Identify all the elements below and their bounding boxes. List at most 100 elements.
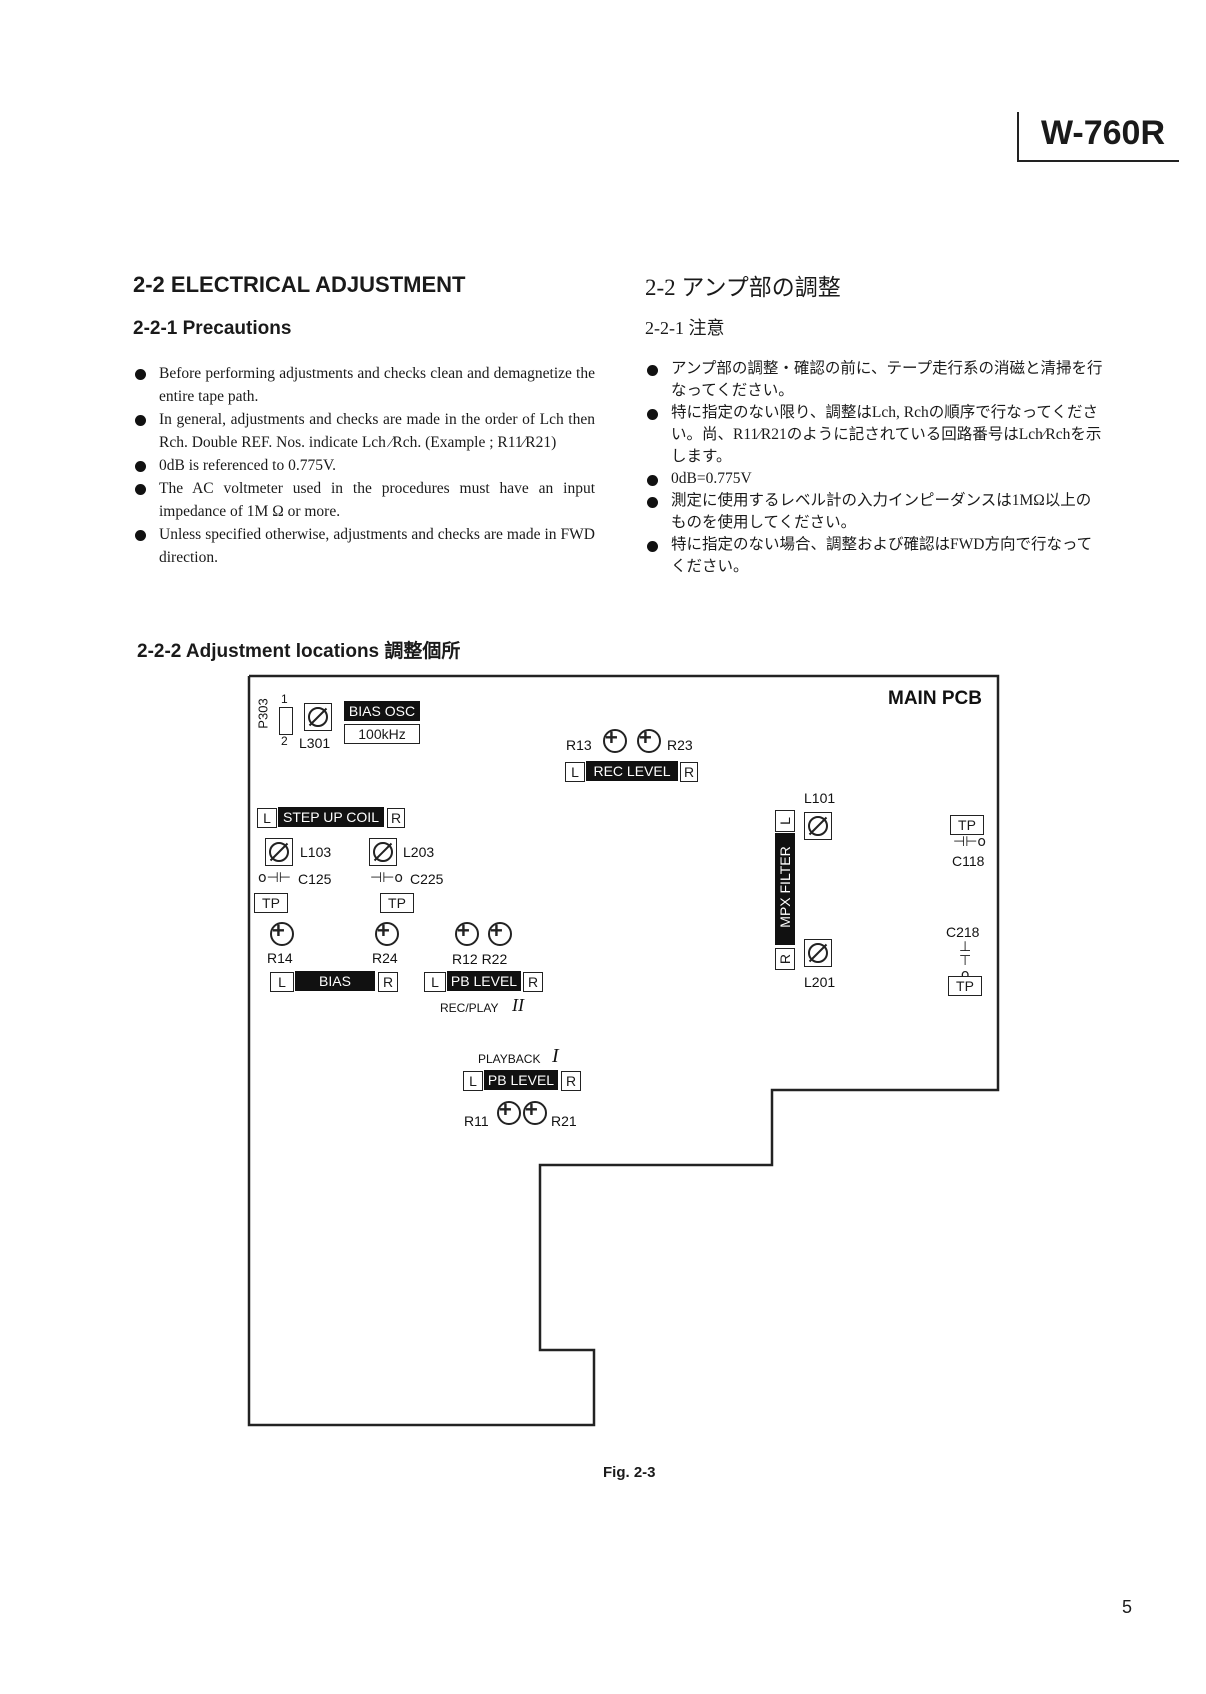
freq-label: 100kHz (344, 724, 420, 744)
list-item: 特に指定のない場合、調整および確認はFWD方向で行なってください。 (645, 534, 1105, 578)
coil-label: L101 (804, 790, 836, 806)
bullet-icon (135, 530, 146, 541)
bullet-icon (647, 409, 658, 420)
coil-label: L103 (300, 844, 332, 860)
playback-label: PLAYBACK (478, 1052, 541, 1066)
bullet-icon (135, 484, 146, 495)
channel-left-label: L (424, 972, 446, 992)
capacitor-label: C218 (946, 924, 980, 940)
list-item: Unless specified otherwise, adjustments … (133, 523, 595, 569)
page-number: 5 (1122, 1597, 1133, 1617)
resistor-label: R14 (267, 950, 293, 966)
resistor-label: R12 R22 (452, 951, 508, 967)
channel-left-label: L (257, 808, 277, 828)
mode-two-label: II (512, 995, 524, 1015)
bias-osc-label: BIAS OSC (344, 701, 420, 721)
section-title-ja: 2-2 アンプ部の調整 (645, 275, 841, 300)
list-item: In general, adjustments and checks are m… (133, 408, 595, 454)
capacitor-label: C225 (410, 871, 444, 887)
model-number: W-760R (1041, 114, 1166, 152)
test-point-label: TP (380, 893, 414, 913)
pin-label: 1 (281, 692, 288, 706)
mpx-filter-bar: MPX FILTER (775, 833, 795, 945)
trimmer-coil-icon (804, 939, 832, 967)
channel-left-label: L (775, 810, 795, 832)
list-item: The AC voltmeter used in the procedures … (133, 477, 595, 523)
section-title-en: 2-2 ELECTRICAL ADJUSTMENT (133, 272, 466, 297)
bullet-icon (647, 475, 658, 486)
channel-right-label: R (561, 1071, 581, 1091)
precautions-list-ja: アンプ部の調整・確認の前に、テープ走行系の消磁と清掃を行なってください。 特に指… (645, 358, 1105, 578)
channel-right-label: R (775, 948, 795, 970)
capacitor-icon: ⊣⊢o (953, 834, 986, 850)
test-point-label: TP (950, 815, 984, 835)
rec-level-label: REC LEVEL (586, 761, 678, 781)
list-item: Before performing adjustments and checks… (133, 362, 595, 408)
list-item: 0dB=0.775V (645, 468, 1105, 490)
resistor-label: R21 (551, 1113, 577, 1129)
variable-resistor-icon (637, 725, 661, 753)
list-item: 特に指定のない限り、調整はLch, Rchの順序で行なってください。尚、R11⁄… (645, 402, 1105, 468)
bullet-icon (135, 369, 146, 380)
channel-right-label: R (378, 972, 398, 992)
step-up-coil-label: STEP UP COIL (278, 807, 384, 827)
bullet-icon (135, 461, 146, 472)
channel-left-label: L (463, 1071, 483, 1091)
channel-left-label: L (270, 972, 294, 992)
bullet-icon (647, 497, 658, 508)
bullet-icon (647, 365, 658, 376)
mode-one-label: I (552, 1045, 559, 1067)
board-label: MAIN PCB (888, 688, 982, 709)
adjustment-locations-title: 2-2-2 Adjustment locations 調整個所 (137, 641, 461, 662)
pin-label: 2 (281, 734, 288, 748)
connector-label: P303 (255, 698, 271, 729)
capacitor-icon: ⊣⊢o (370, 870, 403, 886)
coil-label: L301 (299, 735, 331, 751)
figure-caption: Fig. 2-3 (603, 1464, 656, 1481)
subsection-title-ja: 2-2-1 注意 (645, 318, 725, 338)
pcb-outline-path (247, 674, 1000, 1427)
rec-play-label: REC/PLAY (440, 1001, 499, 1015)
variable-resistor-icon (523, 1097, 547, 1125)
variable-resistor-icon (497, 1097, 521, 1125)
bullet-icon (647, 541, 658, 552)
connector-icon (279, 707, 293, 735)
precautions-list-en: Before performing adjustments and checks… (133, 362, 595, 569)
variable-resistor-icon (603, 725, 627, 753)
trimmer-coil-icon (369, 838, 397, 866)
capacitor-icon: ⊥⊤o (959, 939, 972, 983)
capacitor-icon: o⊣⊢ (258, 870, 291, 886)
channel-left-label: L (565, 762, 585, 782)
resistor-label: R24 (372, 950, 398, 966)
trimmer-coil-icon (265, 838, 293, 866)
trimmer-coil-icon (304, 703, 332, 731)
channel-right-label: R (387, 808, 405, 828)
variable-resistor-icon (375, 918, 399, 946)
capacitor-label: C118 (952, 853, 985, 869)
bias-label: BIAS (295, 971, 375, 991)
list-item: アンプ部の調整・確認の前に、テープ走行系の消磁と清掃を行なってください。 (645, 358, 1105, 402)
test-point-label: TP (254, 893, 288, 913)
subsection-title-en: 2-2-1 Precautions (133, 318, 292, 339)
trimmer-coil-icon (804, 812, 832, 840)
mpx-filter-label: MPX FILTER (777, 846, 793, 928)
coil-label: L201 (804, 974, 836, 990)
pb-level-label: PB LEVEL (484, 1070, 558, 1090)
channel-right-label: R (523, 972, 543, 992)
coil-label: L203 (403, 844, 435, 860)
channel-right-label: R (680, 762, 698, 782)
model-badge: W-760R (1017, 112, 1179, 162)
resistor-label: R13 (566, 737, 592, 753)
capacitor-label: C125 (298, 871, 332, 887)
variable-resistor-icon (488, 918, 512, 946)
bullet-icon (135, 415, 146, 426)
test-point-label: TP (948, 976, 982, 996)
list-item: 0dB is referenced to 0.775V. (133, 454, 595, 477)
list-item: 測定に使用するレベル計の入力インピーダンスは1MΩ以上のものを使用してください。 (645, 490, 1105, 534)
variable-resistor-icon (455, 918, 479, 946)
resistor-label: R23 (667, 737, 693, 753)
variable-resistor-icon (270, 918, 294, 946)
pb-level-label: PB LEVEL (447, 971, 521, 991)
resistor-label: R11 (464, 1113, 489, 1129)
